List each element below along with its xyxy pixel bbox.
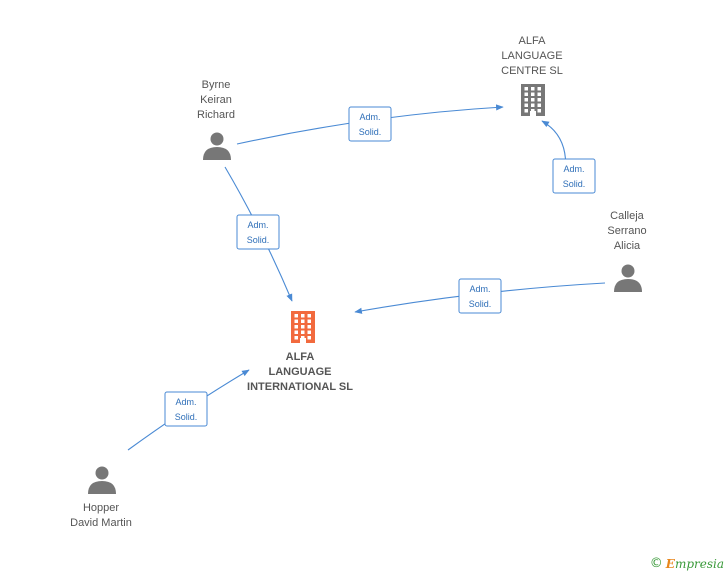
copyright-icon: © bbox=[649, 556, 663, 571]
node-label: ALFA bbox=[286, 351, 315, 363]
edge-label-text: Adm. bbox=[359, 112, 380, 122]
building-window bbox=[301, 314, 305, 318]
building-window bbox=[301, 336, 305, 340]
edge-label-text: Solid. bbox=[563, 179, 586, 189]
building-window bbox=[524, 103, 528, 107]
node-label: Byrne bbox=[202, 79, 231, 91]
edge-label-box bbox=[236, 214, 280, 250]
brand-initial: E bbox=[665, 556, 675, 571]
person-head bbox=[621, 264, 635, 278]
building-window bbox=[301, 330, 305, 334]
building-window bbox=[531, 87, 535, 91]
edge-label[interactable]: Adm. Solid. bbox=[164, 391, 208, 427]
node-label: Calleja bbox=[610, 210, 645, 222]
edge-label[interactable]: Adm. Solid. bbox=[236, 214, 280, 250]
node-label: Alicia bbox=[614, 240, 641, 252]
building-door bbox=[530, 111, 536, 116]
node-centre[interactable]: ALFA LANGUAGE CENTRE SL bbox=[501, 35, 563, 116]
brand-logo: Empresia bbox=[666, 557, 724, 571]
building-window bbox=[301, 325, 305, 329]
node-label: Keiran bbox=[200, 94, 232, 106]
building-window bbox=[307, 325, 311, 329]
edge-label-box bbox=[348, 106, 392, 142]
node-label: Hopper bbox=[83, 502, 119, 514]
building-door bbox=[300, 338, 306, 343]
building-window bbox=[524, 92, 528, 96]
brand-name: mpresia bbox=[674, 556, 724, 571]
edge-label-box bbox=[164, 391, 208, 427]
building-window bbox=[294, 314, 298, 318]
building-icon bbox=[521, 84, 545, 116]
edge-label[interactable]: Adm. Solid. bbox=[458, 278, 502, 314]
building-window bbox=[307, 314, 311, 318]
node-label: Richard bbox=[197, 109, 235, 121]
person-body bbox=[614, 279, 642, 292]
building-window bbox=[537, 87, 541, 91]
person-icon bbox=[88, 466, 116, 494]
building-window bbox=[531, 103, 535, 107]
building-window bbox=[524, 87, 528, 91]
edge-label-box bbox=[552, 158, 596, 194]
building-window bbox=[524, 109, 528, 113]
edge-label-text: Solid. bbox=[175, 412, 198, 422]
building-window bbox=[294, 325, 298, 329]
edge-label-text: Adm. bbox=[247, 220, 268, 230]
building-window bbox=[537, 109, 541, 113]
footer-brand: © Empresia bbox=[650, 556, 724, 571]
person-icon bbox=[203, 132, 231, 160]
building-window bbox=[307, 319, 311, 323]
person-head bbox=[95, 466, 109, 480]
edge-label[interactable]: Adm. Solid. bbox=[552, 158, 596, 194]
edge-label-text: Adm. bbox=[469, 284, 490, 294]
building-window bbox=[301, 319, 305, 323]
person-icon bbox=[614, 264, 642, 292]
person-body bbox=[88, 481, 116, 494]
building-icon bbox=[291, 311, 315, 343]
edge-label-text: Adm. bbox=[563, 164, 584, 174]
building-window bbox=[531, 92, 535, 96]
edge-label-text: Solid. bbox=[469, 299, 492, 309]
building-window bbox=[294, 319, 298, 323]
building-window bbox=[307, 330, 311, 334]
building-window bbox=[307, 336, 311, 340]
node-main[interactable]: ALFA LANGUAGE INTERNATIONAL SL bbox=[247, 311, 353, 393]
node-label: INTERNATIONAL SL bbox=[247, 381, 353, 393]
node-label: ALFA bbox=[519, 35, 547, 47]
edge-label-text: Solid. bbox=[359, 127, 382, 137]
building-window bbox=[531, 109, 535, 113]
node-label: LANGUAGE bbox=[501, 50, 562, 62]
building-window bbox=[294, 330, 298, 334]
edge-labels-layer: Adm. Solid. Adm. Solid. Adm. Solid. Adm. Solid.… bbox=[164, 106, 596, 427]
building-window bbox=[531, 98, 535, 102]
edge-label-text: Adm. bbox=[175, 397, 196, 407]
node-label: Serrano bbox=[607, 225, 646, 237]
person-head bbox=[210, 132, 224, 146]
edge-label[interactable]: Adm. Solid. bbox=[348, 106, 392, 142]
node-label: CENTRE SL bbox=[501, 65, 563, 77]
building-window bbox=[294, 336, 298, 340]
node-label: David Martin bbox=[70, 517, 132, 529]
edge-label-text: Solid. bbox=[247, 235, 270, 245]
person-body bbox=[203, 147, 231, 160]
node-label: LANGUAGE bbox=[269, 366, 332, 378]
edge-label-box bbox=[458, 278, 502, 314]
building-window bbox=[537, 92, 541, 96]
building-window bbox=[524, 98, 528, 102]
building-window bbox=[537, 103, 541, 107]
building-window bbox=[537, 98, 541, 102]
